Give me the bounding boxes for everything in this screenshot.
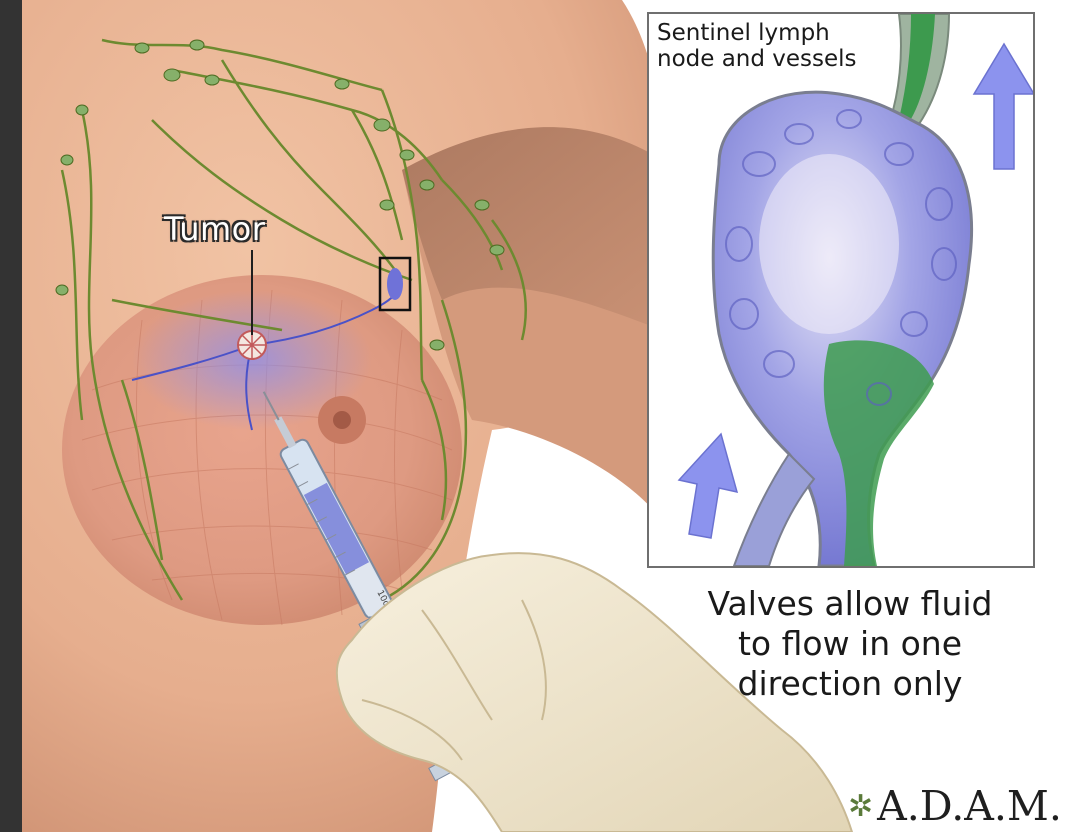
tumor-label: Tumor (164, 210, 265, 248)
caption-line3: direction only (670, 664, 1030, 704)
illustration-canvas: 10cc Tumor (22, 0, 1071, 832)
caption-line2: to flow in one (670, 624, 1030, 664)
afferent-vessel (734, 454, 814, 566)
leaf-icon: ✲ (848, 789, 873, 824)
inset-title-line1: Sentinel lymph (657, 20, 857, 46)
valves-caption: Valves allow fluid to flow in one direct… (670, 584, 1030, 704)
adam-logo: ✲ A.D.A.M. (848, 782, 1062, 830)
tumor-mark (238, 331, 266, 359)
logo-text: A.D.A.M. (877, 782, 1062, 830)
inset-title: Sentinel lymph node and vessels (657, 20, 861, 74)
caption-line1: Valves allow fluid (670, 584, 1030, 624)
sentinel-node-inset: Sentinel lymph node and vessels (647, 12, 1035, 568)
arrow-up-right (974, 44, 1033, 169)
sentinel-node-illustration (649, 14, 1033, 566)
inset-title-line2: node and vessels (657, 46, 857, 72)
arrow-up-left (679, 434, 737, 538)
node-center-highlight (759, 154, 899, 334)
